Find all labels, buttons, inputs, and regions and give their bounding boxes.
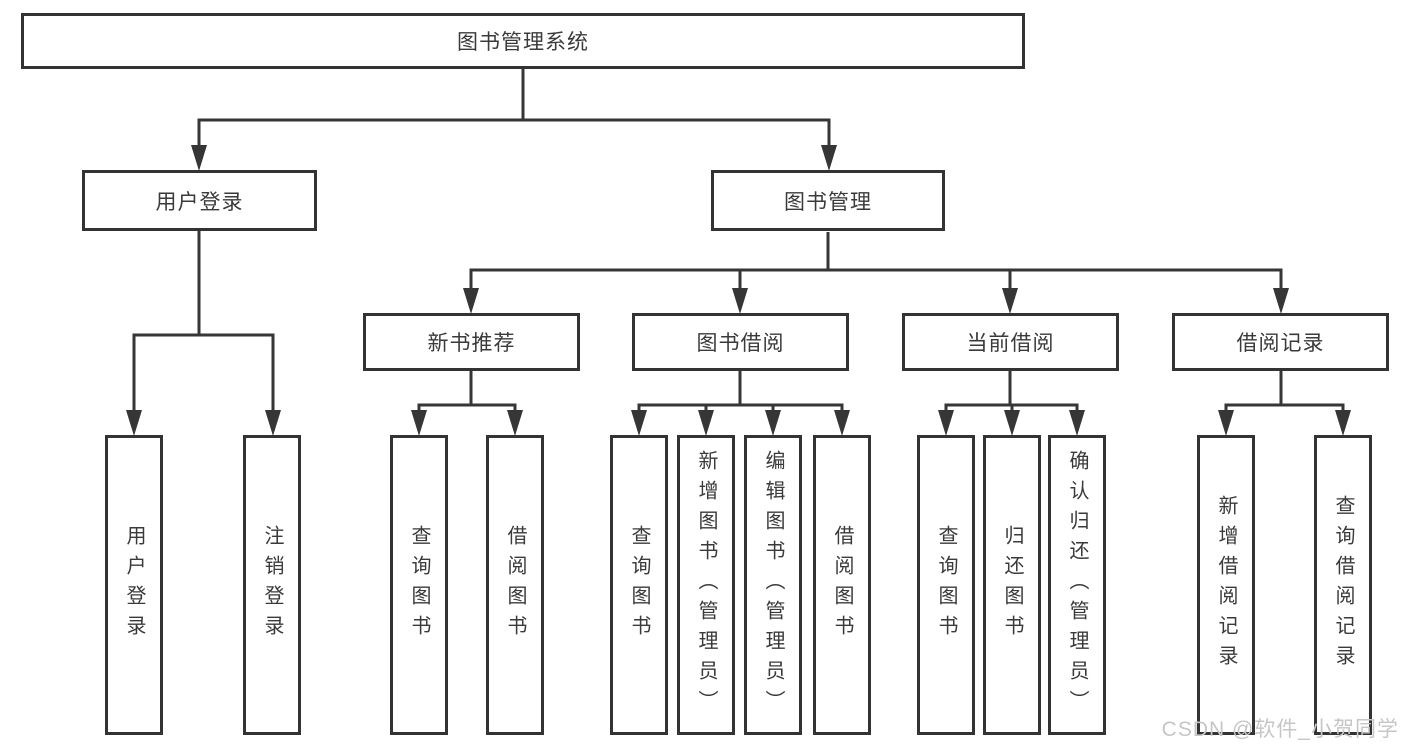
leaf-return-book: 归还图书 <box>983 435 1041 735</box>
arrow-down-icon <box>1069 410 1085 436</box>
edge <box>637 403 844 414</box>
arrowheads <box>126 145 1351 436</box>
arrow-down-icon <box>732 288 748 314</box>
arrow-down-icon <box>507 410 523 436</box>
leaf-query-books-borrow: 查询图书 <box>610 435 668 735</box>
arrow-down-icon <box>834 410 850 436</box>
leaf-borrow-books-borrow: 借阅图书 <box>813 435 871 735</box>
leaf-add-book-admin: 新增图书（管理员） <box>677 435 735 735</box>
connector-edges <box>132 69 1345 414</box>
arrow-down-icon <box>1218 410 1234 436</box>
arrow-down-icon <box>1004 410 1020 436</box>
arrow-down-icon <box>411 410 427 436</box>
node-borrow-record: 借阅记录 <box>1172 313 1389 371</box>
leaf-label: 借阅图书 <box>831 525 853 645</box>
arrow-down-icon <box>938 410 954 436</box>
leaf-label: 查询图书 <box>628 525 650 645</box>
node-label: 当前借阅 <box>966 332 1055 355</box>
edge <box>197 118 831 146</box>
node-new-book-recommend: 新书推荐 <box>363 313 580 371</box>
leaf-user-login: 用户登录 <box>105 435 163 735</box>
leaf-logout: 注销登录 <box>243 435 301 735</box>
node-label: 用户登录 <box>155 190 244 214</box>
node-user-login: 用户登录 <box>82 170 317 231</box>
arrow-down-icon <box>1002 288 1018 314</box>
leaf-query-books-current: 查询图书 <box>917 435 975 735</box>
arrow-down-icon <box>1335 410 1351 436</box>
leaf-edit-book-admin: 编辑图书（管理员） <box>744 435 802 735</box>
node-label: 图书管理系统 <box>457 31 589 54</box>
edge <box>1224 403 1345 414</box>
arrow-down-icon <box>463 288 479 314</box>
leaf-borrow-books-recommend: 借阅图书 <box>486 435 544 735</box>
edge <box>132 333 275 413</box>
leaf-add-borrow-record: 新增借阅记录 <box>1197 435 1255 735</box>
arrow-down-icon <box>631 410 647 436</box>
arrow-down-icon <box>265 410 281 436</box>
leaf-label: 新增图书（管理员） <box>695 450 717 720</box>
edge <box>469 268 1283 292</box>
leaf-label: 查询图书 <box>408 525 430 645</box>
leaf-label: 查询图书 <box>935 525 957 645</box>
node-label: 图书借阅 <box>696 332 785 355</box>
leaf-confirm-return-admin: 确认归还（管理员） <box>1048 435 1106 735</box>
node-current-borrow: 当前借阅 <box>902 313 1119 371</box>
leaf-label: 用户登录 <box>123 525 145 645</box>
node-book-borrow: 图书借阅 <box>632 313 849 371</box>
node-label: 图书管理 <box>784 190 872 214</box>
arrow-down-icon <box>126 410 142 436</box>
node-system-root: 图书管理系统 <box>21 13 1025 69</box>
node-label: 新书推荐 <box>427 332 516 355</box>
leaf-query-books-recommend: 查询图书 <box>390 435 448 735</box>
node-label: 借阅记录 <box>1236 332 1325 355</box>
csdn-watermark: CSDN @软件_小贺同学 <box>1161 718 1399 741</box>
arrow-down-icon <box>1273 288 1289 314</box>
arrow-down-icon <box>698 410 714 436</box>
leaf-label: 新增借阅记录 <box>1215 495 1237 675</box>
leaf-label: 归还图书 <box>1001 525 1023 645</box>
arrow-down-icon <box>821 145 837 171</box>
arrow-down-icon <box>191 145 207 171</box>
arrow-down-icon <box>765 410 781 436</box>
leaf-label: 编辑图书（管理员） <box>762 450 784 720</box>
leaf-label: 确认归还（管理员） <box>1066 450 1088 720</box>
leaf-label: 注销登录 <box>261 525 283 645</box>
leaf-label: 借阅图书 <box>504 525 526 645</box>
edge <box>417 403 517 414</box>
leaf-label: 查询借阅记录 <box>1332 495 1354 675</box>
leaf-query-borrow-record: 查询借阅记录 <box>1314 435 1372 735</box>
node-book-management: 图书管理 <box>711 170 945 231</box>
